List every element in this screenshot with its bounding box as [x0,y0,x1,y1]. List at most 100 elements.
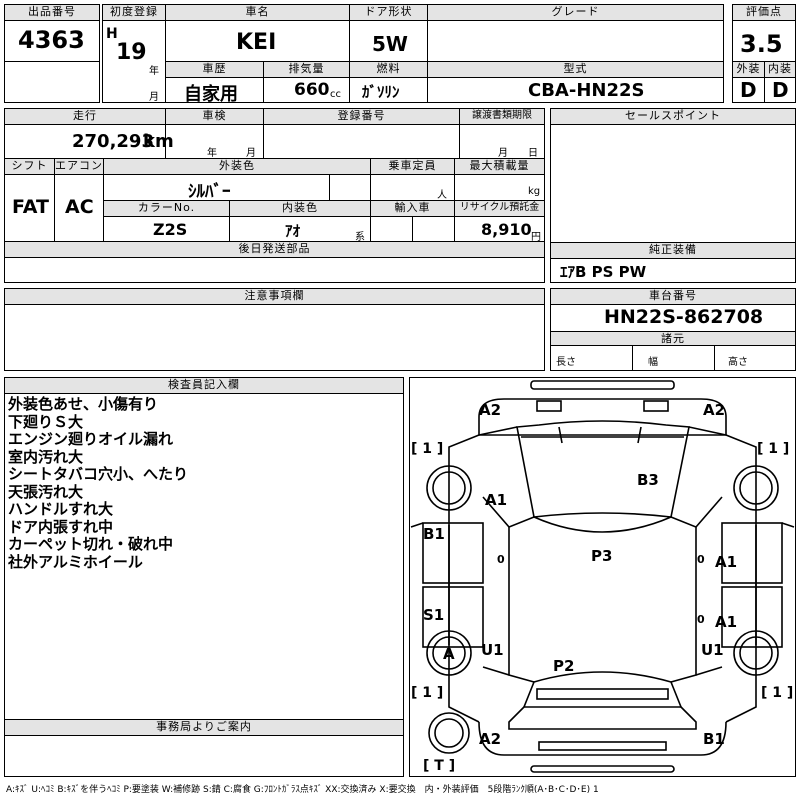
chassis: HN22S-862708 [604,306,764,328]
grade-label: グレード [427,4,724,21]
car-name: KEI [236,30,277,55]
mileage: 270,293 [72,131,154,152]
registration-box [263,124,460,159]
genuine-label: 純正装備 [550,242,796,259]
year-unit: 年 [149,66,159,77]
tire-spare: [ T ] [423,758,455,774]
interior-grade-box [764,77,796,103]
capacity-unit: 人 [437,190,447,201]
later-parts-label: 後日発送部品 [4,241,545,258]
inspector-line: 外装色あせ、小傷有り [8,395,159,413]
model-label: 型式 [427,61,724,78]
interior-color-unit: 系 [355,232,365,243]
inspector-line: 下廻りＳ大 [8,412,84,431]
mark-zero-right-2: 0 [697,613,705,626]
mark-wheel-a: A [443,645,455,663]
transfer-label: 譲渡書類期限 [459,108,545,125]
height-label: 高さ [728,357,748,368]
import-box-a [370,216,413,242]
mark-b1-rear: B1 [703,730,725,748]
capacity-label: 乗車定員 [370,158,455,175]
shift-label: シフト [4,158,55,175]
interior-color: ｱｵ [285,222,301,240]
sales-label: セールスポイント [550,108,796,125]
inspector-line: シートタバコ穴小、へたり [8,465,189,483]
genuine: ｴｱB PS PW [560,263,647,281]
notes-label: 注意事項欄 [4,288,545,305]
model-box [427,77,724,103]
inspector-line: ドア内張すれ中 [8,517,114,536]
sales-box [550,124,796,243]
inspection-month-unit: 月 [246,148,256,159]
mark-a2-front-left: A2 [479,401,501,419]
history-label: 車歴 [165,61,264,78]
specs-label: 諸元 [550,331,796,346]
model: CBA-HN22S [528,80,645,101]
inspector-line: 室内汚れ大 [8,447,84,466]
first-reg-label: 初度登録 [102,4,166,21]
import-label: 輸入車 [370,200,455,217]
displacement-label: 排気量 [263,61,350,78]
color-label: 外装色 [103,158,371,175]
era: H [106,26,118,42]
door-label: ドア形状 [349,4,428,21]
import-box-b [412,216,455,242]
ac-label: エアコン [54,158,104,175]
notes-box [4,304,545,371]
mark-zero-right: 0 [697,553,705,566]
tire-rear-right: [ 1 ] [761,685,793,701]
mark-a1-right-1: A1 [715,553,737,571]
color: ｼﾙﾊﾞｰ [188,182,231,202]
registration-label: 登録番号 [263,108,460,125]
ac: AC [65,196,94,218]
height-box [714,345,796,371]
car-diagram: A2 A2 B3 A1 B1 0 P3 0 A1 S1 0 A1 A U1 U1… [410,380,795,774]
score: 3.5 [740,30,783,58]
mark-a1-right-2: A1 [715,613,737,631]
inspection-label: 車検 [165,108,264,125]
color-no-label: カラーNo. [103,200,230,217]
fuel-label: 燃料 [349,61,428,78]
load-unit: kg [528,186,541,197]
car-diagram-frame [409,377,796,777]
shift: FAT [12,196,49,218]
width-box [632,345,715,371]
mark-a2-rear: A2 [479,730,501,748]
interior-grade: D [772,78,789,102]
mileage-label: 走行 [4,108,166,125]
lot-lower [4,61,100,103]
chassis-label: 車台番号 [550,288,796,305]
month-unit: 月 [149,92,159,103]
tire-front-right: [ 1 ] [757,441,789,457]
inspector-line: 天張汚れ大 [8,482,84,501]
mark-a1-left: A1 [485,491,507,509]
length-label: 長さ [556,357,576,368]
grade-box [427,20,724,62]
mark-u1-right: U1 [701,641,724,659]
mark-u1-left: U1 [481,641,504,659]
lot-label: 出品番号 [4,4,100,21]
office-box [4,735,404,777]
tire-rear-left: [ 1 ] [411,685,443,701]
mark-b3: B3 [637,471,659,489]
mark-b1-left: B1 [423,525,445,543]
recycle: 8,910 [481,220,532,239]
inspector-notes: 外装色あせ、小傷有り 下廻りＳ大 エンジン廻りオイル漏れ 室内汚れ大 シートタバ… [8,395,189,571]
mark-s1: S1 [423,606,444,624]
recycle-unit: 円 [531,232,541,243]
lot-number: 4363 [18,26,85,54]
interior-color-label: 内装色 [229,200,371,217]
inspector-line: エンジン廻りオイル漏れ [8,430,174,448]
mark-zero-left: 0 [497,553,505,566]
score-label: 評価点 [732,4,796,21]
mark-a2-front-right: A2 [703,401,725,419]
fuel: ｶﾞｿﾘﾝ [362,83,400,101]
inspection-year-unit: 年 [207,148,217,159]
transfer-month-unit: 月 [498,148,508,159]
interior-label: 内装 [764,61,796,78]
history: 自家用 [184,84,238,105]
mileage-unit: km [143,131,174,152]
genuine-box [550,258,796,283]
inspector-line: 社外アルミホイール [8,552,143,571]
first-reg-year: 19 [116,40,147,65]
